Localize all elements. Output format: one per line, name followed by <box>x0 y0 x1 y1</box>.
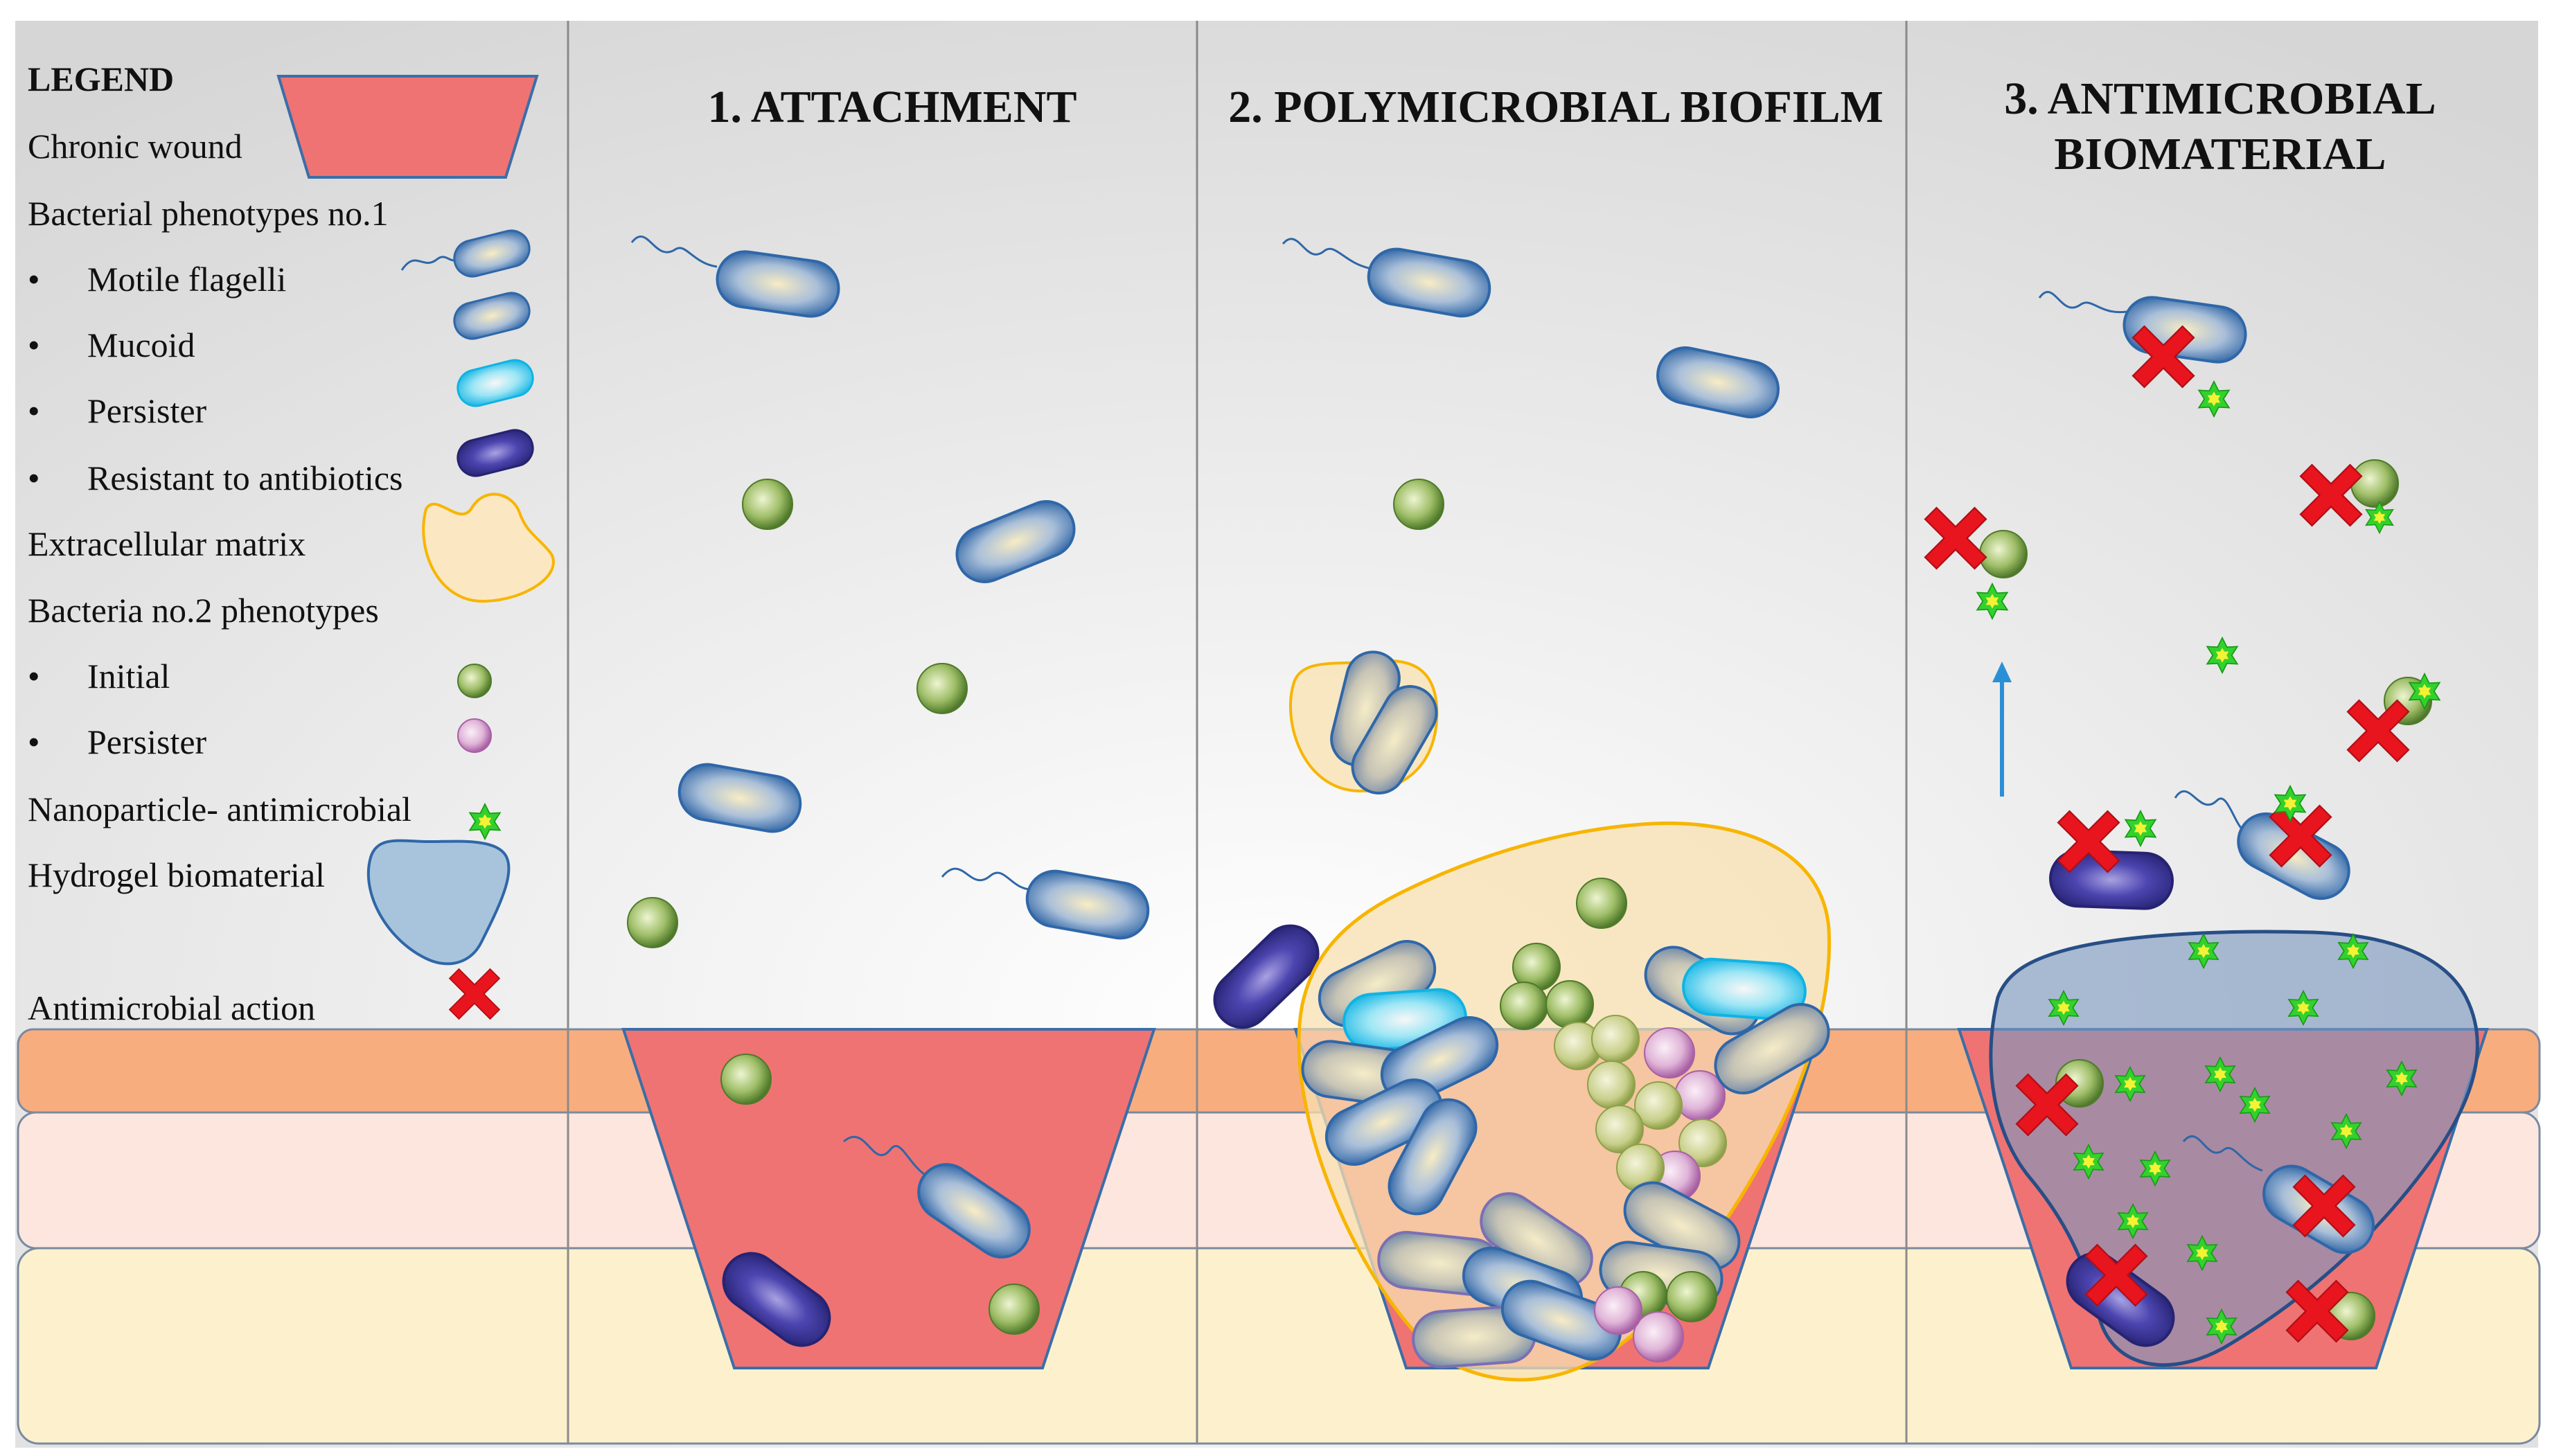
panel-attachment <box>621 236 1156 1369</box>
hydrogel-icon <box>366 839 511 966</box>
rod-bacterium <box>1025 869 1150 940</box>
hypodermis-layer <box>17 1247 2541 1445</box>
legend-hydrogel: Hydrogel biomaterial <box>28 855 325 894</box>
legend: LEGEND Chronic wound Bacterial phenotype… <box>28 60 555 1027</box>
up-arrow-icon <box>1992 662 2012 797</box>
extracellular-matrix-icon <box>422 492 555 603</box>
legend-bullet: • <box>28 459 40 497</box>
flagellum-icon <box>1282 238 1372 270</box>
legend-extracellular-matrix: Extracellular matrix <box>28 524 305 563</box>
panel-title-biomaterial-line1: 3. ANTIMICROBIAL <box>2004 73 2436 124</box>
resistant-rod-bacterium <box>2049 849 2174 910</box>
flagellum-icon <box>843 1135 928 1178</box>
rod-bacterium <box>716 250 840 318</box>
legend-chronic-wound: Chronic wound <box>28 127 242 166</box>
coccus <box>1979 530 2028 578</box>
legend-antimicrobial-action: Antimicrobial action <box>28 988 315 1027</box>
rod-bacterium <box>955 500 1076 583</box>
legend-heading: LEGEND <box>28 60 174 98</box>
coccus <box>989 1284 1040 1335</box>
flagellum-icon <box>400 229 531 278</box>
skin-layers <box>17 1028 2541 1445</box>
resistant-rod-bacterium <box>1213 924 1320 1029</box>
flagellum-icon <box>941 867 1033 891</box>
rod-bacterium-icon <box>453 292 531 340</box>
flagellum-icon <box>630 236 718 268</box>
legend-bacteria-2-phenotypes: Bacteria no.2 phenotypes <box>28 591 379 630</box>
rod-bacterium <box>1367 247 1491 318</box>
legend-bullet: • <box>28 657 40 695</box>
coccus <box>2350 459 2399 508</box>
panel-dividers <box>567 21 1908 1444</box>
flagellum-icon <box>2038 291 2127 314</box>
legend-nanoparticle: Nanoparticle- antimicrobial <box>28 790 411 828</box>
legend-bullet: • <box>28 260 40 299</box>
persister-coccus-icon <box>457 718 492 753</box>
legend-bullet: • <box>28 326 40 364</box>
legend-bullet: • <box>28 391 40 430</box>
panel-biomaterial <box>1924 291 2489 1369</box>
coccus-icon <box>457 664 492 698</box>
legend-initial: Initial <box>87 657 170 695</box>
panel-title-attachment: 1. ATTACHMENT <box>708 82 1077 132</box>
panel-biofilm <box>1213 238 1832 1382</box>
legend-resistant: Resistant to antibiotics <box>87 459 403 497</box>
legend-persister-2: Persister <box>87 722 207 761</box>
coccus <box>742 479 793 530</box>
coccus <box>916 663 968 714</box>
resistant-rod-bacterium <box>722 1252 831 1347</box>
resistant-rod-icon <box>457 429 534 477</box>
coccus <box>1393 479 1444 530</box>
rod-bacterium <box>677 763 802 833</box>
legend-mucoid: Mucoid <box>87 326 195 364</box>
legend-bacterial-phenotypes-1: Bacterial phenotypes no.1 <box>28 194 389 233</box>
small-biofilm-cluster <box>1288 650 1439 794</box>
hydrogel-biomaterial <box>1989 930 2479 1367</box>
legend-persister-1: Persister <box>87 391 207 430</box>
chronic-wound-swatch <box>276 75 539 179</box>
rod-bacterium <box>1656 346 1780 418</box>
legend-bullet: • <box>28 722 40 761</box>
panel-title-biofilm: 2. POLYMICROBIAL BIOFILM <box>1228 82 1884 132</box>
flagellum-icon <box>2174 790 2245 833</box>
panel-title-biomaterial-line2: BIOMATERIAL <box>2054 129 2386 179</box>
legend-motile-flagelli: Motile flagelli <box>87 260 286 299</box>
persister-rod-icon <box>457 359 534 407</box>
large-biofilm <box>1297 822 1832 1382</box>
rod-bacterium <box>917 1163 1031 1259</box>
coccus <box>720 1054 772 1105</box>
coccus <box>627 897 678 948</box>
